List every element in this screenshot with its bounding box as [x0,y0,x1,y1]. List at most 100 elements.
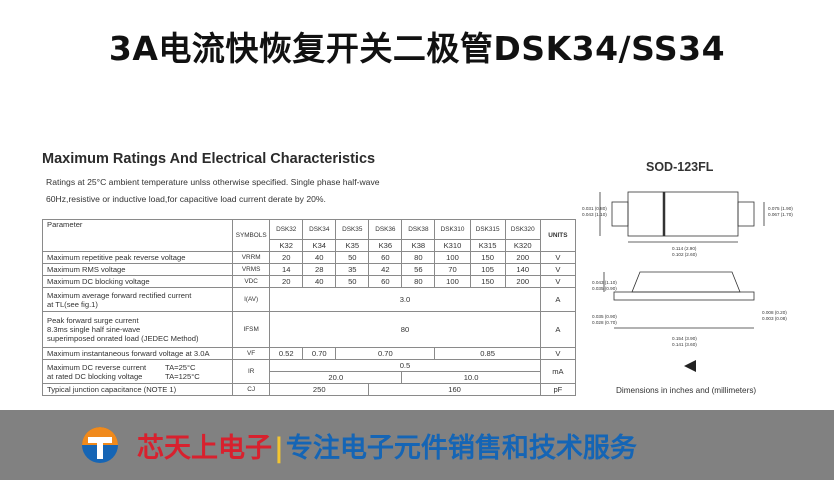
vf-cell: 0.85 [434,347,541,360]
ir-label-line1: Maximum DC reverse current TA=25°C [47,363,230,372]
vrms-cell: 28 [302,263,337,276]
marking-code-cell: K310 [434,239,471,252]
iav-unit: A [539,287,577,312]
polarity-triangle-icon [684,360,696,372]
banner-text: 芯天上电子|专注电子元件销售和技术服务 [137,426,637,465]
ratings-table: Parameter SYMBOLS DSK32 DSK34 DSK35 DSK3… [41,219,577,396]
vrrm-cell: 150 [469,251,506,264]
ifsm-value: 80 [269,311,541,348]
table-row: K32 K34 K35 K36 K38 K310 K315 K320 [43,239,576,252]
top-view-lead-right [737,201,755,227]
ir-value-125-a: 20.0 [269,371,403,384]
table-row: Typical junction capacitance (NOTE 1) CJ… [41,383,577,396]
table-row: Maximum instantaneous forward voltage at… [41,347,577,360]
vdc-cell: 40 [302,275,337,288]
dim-body-len-b: 0.102 (2.60) [672,252,697,257]
vrms-symbol: VRMS [232,263,271,276]
dim-lead-t-a: 0.035 (0.90) [592,314,617,319]
cj-value-b: 160 [368,383,541,396]
marking-code-cell: K320 [504,239,541,252]
dim-body-len-a: 0.114 (2.90) [672,246,697,251]
table-row: 20.0 10.0 [43,371,576,384]
dim-lead-b: 0.067 (1.70) [768,212,793,217]
table-row: Peak forward surge current 8.3ms single … [41,311,577,348]
dimension-caption: Dimensions in inches and (millimeters) [616,386,757,395]
top-view-lead-left [611,201,629,227]
ir-label: Maximum DC reverse current TA=25°C at ra… [41,359,234,384]
cj-unit: pF [539,383,577,396]
table-header-row: Parameter SYMBOLS DSK32 DSK34 DSK35 DSK3… [41,219,577,252]
vdc-cell: 50 [335,275,370,288]
ir-unit: mA [539,359,577,384]
marking-code-cell: K36 [368,239,403,252]
vrrm-cell: 60 [368,251,403,264]
header-model: DSK320 [504,219,541,240]
vrms-cell: 105 [469,263,506,276]
iav-symbol: I(AV) [232,287,271,312]
ratings-note-line2: 60Hz,resistive or inductive load,for cap… [46,194,326,204]
banner-slogan: 专注电子元件销售和技术服务 [285,433,637,464]
vdc-cell: 20 [269,275,304,288]
header-symbols: SYMBOLS [232,219,271,252]
vrms-cell: 140 [504,263,541,276]
header-model: DSK315 [469,219,506,240]
ir-value-25: 0.5 [269,359,541,372]
ir-symbol: IR [232,359,271,384]
dim-width-a: 0.031 (0.80) [582,206,607,211]
vdc-cell: 80 [401,275,436,288]
side-view-leads [613,291,755,301]
ifsm-unit: A [539,311,577,348]
vrms-cell: 42 [368,263,403,276]
header-model: DSK36 [368,219,403,240]
iav-label-line2: at TL(see fig.1) [47,299,98,309]
ifsm-label-line3: superimposed onrated load (JEDEC Method) [47,334,199,343]
ir-label-line2: at rated DC blocking voltage TA=125°C [47,372,230,381]
cj-symbol: CJ [232,383,271,396]
header-parameter: Parameter [41,219,234,252]
vrrm-unit: V [539,251,577,264]
header-model: DSK32 [269,219,304,240]
banner-company: 芯天上电子 [137,433,272,464]
table-row: Maximum DC reverse current TA=25°C at ra… [41,359,577,384]
iav-value: 3.0 [269,287,541,312]
vrrm-label: Maximum repetitive peak reverse voltage [41,251,234,264]
top-view-body [627,191,739,237]
vf-cell: 0.70 [335,347,436,360]
dim-lead-a: 0.075 (1.90) [768,206,793,211]
vrrm-cell: 50 [335,251,370,264]
marking-code-cell: K32 [269,239,304,252]
package-dimension-drawing: 0.031 (0.80) 0.043 (1.10) 0.075 (1.90) 0… [582,191,793,372]
vdc-cell: 100 [434,275,471,288]
ttsd-logo-icon [82,427,118,463]
side-view-body [631,271,741,293]
dim-standoff-a: 0.008 (0.20) [762,310,787,315]
cj-label: Typical junction capacitance (NOTE 1) [41,383,234,396]
vrms-cell: 56 [401,263,436,276]
dim-standoff-b: 0.003 (0.08) [762,316,787,321]
vrms-label: Maximum RMS voltage [41,263,234,276]
vf-unit: V [539,347,577,360]
header-model: DSK38 [401,219,436,240]
vrms-cell: 35 [335,263,370,276]
ir-value-125-b: 10.0 [401,371,541,384]
ifsm-label-line1: Peak forward surge current [47,316,139,325]
iav-label-line1: Maximum average forward rectified curren… [47,290,192,300]
ifsm-label: Peak forward surge current 8.3ms single … [41,311,234,348]
vrms-cell: 14 [269,263,304,276]
dim-total-b: 0.141 (3.60) [672,342,697,347]
vrms-unit: V [539,263,577,276]
marking-code-cell: K38 [401,239,436,252]
vf-cell: 0.70 [302,347,337,360]
ir-label-text2: at rated DC blocking voltage [47,371,143,381]
vrms-cell: 70 [434,263,471,276]
cj-value-a: 250 [269,383,370,396]
banner-separator: | [274,433,284,464]
vf-cell: 0.52 [269,347,304,360]
vdc-cell: 200 [504,275,541,288]
iav-label: Maximum average forward rectified curren… [41,287,234,312]
header-units: UNITS [539,219,577,252]
vdc-symbol: VDC [232,275,271,288]
vrrm-cell: 200 [504,251,541,264]
marking-code-cell: K34 [302,239,337,252]
company-banner [0,410,834,480]
